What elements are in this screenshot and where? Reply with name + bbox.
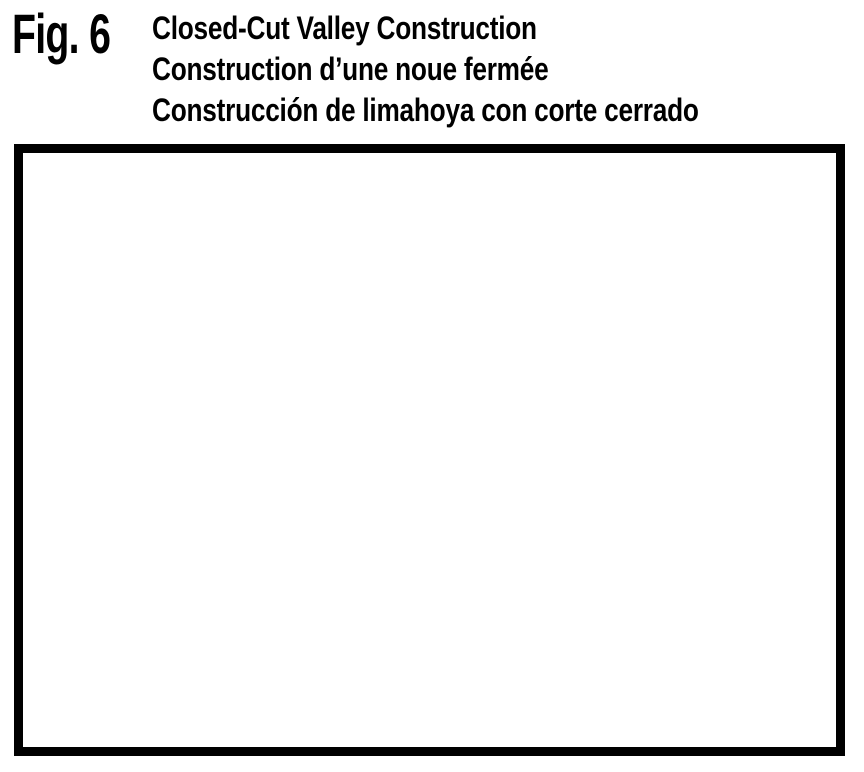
callout-extra-nail: Extra Nail Clou supplémentaire Clavo adi… xyxy=(508,244,683,303)
six-inches-es: 6 pulg. de mínimo xyxy=(400,201,551,223)
asphalt-cement-en: Asphalt Roof Cement xyxy=(498,335,678,356)
two-inches-fr: 2 po xyxy=(493,684,530,706)
title-block: Fig. 6 Closed-Cut Valley Construction Co… xyxy=(0,0,864,140)
valley-liner-fr: Matériau à couverture xyxy=(88,234,272,256)
callout-two-inches: 2 inches 2 po 2 pulg. xyxy=(493,666,564,725)
callout-asphalt-roof-cement: Asphalt Roof Cement Ciment asphaltique p… xyxy=(498,336,765,395)
callout-clip-corner: Clip Corner Couper le coin Cortar esquin… xyxy=(613,440,738,499)
clip-corner-en: Clip Corner xyxy=(613,439,710,460)
extra-nail-es: Clavo adicional xyxy=(508,282,638,304)
asphalt-cement-es: Cemento asfáltico para techos xyxy=(498,374,755,396)
extra-nail-en: Extra Nail xyxy=(508,243,590,264)
figure-title-french: Construction d’une noue fermée xyxy=(152,51,549,87)
centerline-es: Línea central xyxy=(356,704,466,726)
valley-liner-en: Valley Liner xyxy=(88,215,187,236)
valley-liner-es: Revestimiento de la limahoya xyxy=(88,254,336,276)
six-inches-fr: Min. 6 po xyxy=(400,181,477,203)
centerline-en: Centerline xyxy=(367,665,454,686)
callout-underlayment: Underlayment Sous-couche Revestimiento xyxy=(38,312,159,371)
centerline-fr: Ligne du centre xyxy=(345,684,477,706)
two-inches-es: 2 pulg. xyxy=(493,704,550,726)
extra-nail-fr: Clou supplémentaire xyxy=(508,262,683,284)
six-inches-en: 6 inches Min. xyxy=(400,162,511,183)
figure-title-english: Closed-Cut Valley Construction xyxy=(152,10,537,46)
callout-valley-liner: Valley Liner Matériau à couverture Reves… xyxy=(88,216,335,275)
underlayment-en: Underlayment xyxy=(38,311,156,332)
two-inches-en: 2 inches xyxy=(493,665,564,686)
figure-number: Fig. 6 xyxy=(12,2,111,65)
figure-title-spanish: Construcción de limahoya con corte cerra… xyxy=(152,92,699,128)
underlayment-es: Revestimiento xyxy=(38,350,159,372)
callout-centerline: Centerline Ligne du centre Línea central xyxy=(345,666,477,725)
callout-six-inches-min: 6 inches Min. Min. 6 po 6 pulg. de mínim… xyxy=(400,163,550,222)
clip-corner-fr: Couper le coin xyxy=(613,458,736,480)
clip-corner-es: Cortar esquina xyxy=(613,478,738,500)
asphalt-cement-fr: Ciment asphaltique pour toiture xyxy=(498,354,766,376)
underlayment-fr: Sous-couche xyxy=(38,330,149,352)
